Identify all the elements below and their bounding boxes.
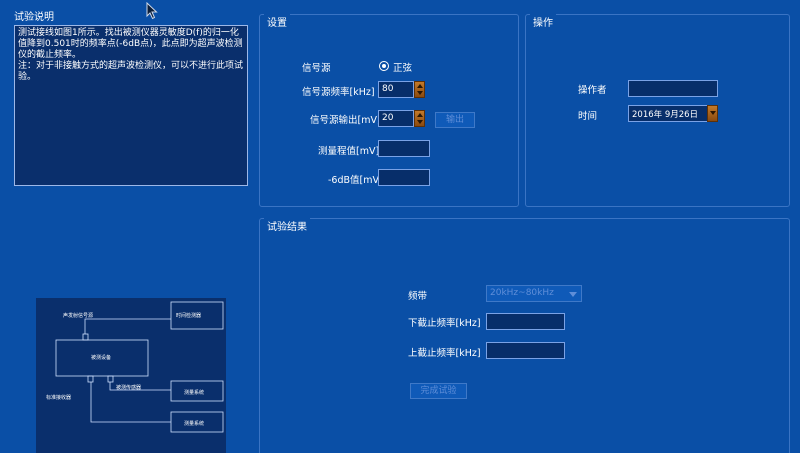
time-label: 时间 [578, 111, 598, 122]
probe-label: 被测传感器 [116, 385, 142, 391]
date-dropdown-button[interactable] [707, 105, 718, 122]
generator-port [82, 333, 89, 341]
date-value: 2016年 9月26日 [632, 110, 699, 120]
operation-title: 操作 [530, 14, 556, 29]
spin-down-icon[interactable] [417, 91, 423, 95]
chevron-down-icon [569, 292, 577, 297]
unit1-box [170, 380, 224, 402]
results-group: 试验结果 [259, 218, 790, 453]
upper-cutoff-label: 上截止频率[kHz] [408, 348, 481, 359]
range-input[interactable] [378, 140, 430, 157]
monitor-box [170, 301, 224, 330]
description-textarea[interactable]: 测试接线如图1所示。找出被测仪器灵敏度D(f)的归一化值降到0.501时的频率点… [14, 25, 248, 186]
signal-source-label: 信号源 [302, 63, 331, 74]
range-label: 测量程值[mV] [318, 146, 380, 157]
freq-label: 信号源频率[kHz] [302, 87, 375, 98]
device-label: 被测设备 [91, 355, 112, 361]
spin-down-icon[interactable] [417, 120, 423, 124]
band-select: 20kHz~80kHz [486, 285, 582, 302]
lower-cutoff-label: 下截止频率[kHz] [408, 318, 481, 329]
results-title: 试验结果 [264, 218, 310, 233]
generator-label: 声发射信号源 [63, 313, 94, 319]
unit2-label: 测量系统 [184, 421, 205, 427]
spin-up-icon[interactable] [417, 113, 423, 117]
output-label: 信号源输出[mV] [310, 115, 381, 126]
operator-input[interactable] [628, 80, 718, 97]
settings-title: 设置 [264, 14, 290, 29]
settings-group: 设置 [259, 14, 519, 207]
receiver-port [87, 375, 94, 383]
output-input[interactable]: 20 [378, 110, 414, 127]
freq-input[interactable]: 80 [378, 81, 414, 98]
finish-test-button[interactable]: 完成试验 [410, 383, 467, 399]
sine-radio[interactable] [379, 61, 389, 71]
spin-up-icon[interactable] [417, 84, 423, 88]
date-picker[interactable]: 2016年 9月26日 [628, 105, 718, 122]
operation-group: 操作 [525, 14, 790, 207]
db6-input[interactable] [378, 169, 430, 186]
band-value: 20kHz~80kHz [490, 288, 554, 298]
description-title: 试验说明 [14, 12, 54, 23]
operator-label: 操作者 [578, 85, 607, 96]
probe-port [107, 375, 114, 383]
monitor-label: 时间检测器 [176, 313, 202, 319]
db6-label: -6dB值[mV] [328, 175, 383, 186]
sine-option-label[interactable]: 正弦 [393, 63, 413, 74]
mouse-cursor-icon [146, 2, 158, 20]
receiver-label: 标准接收器 [46, 395, 72, 401]
device-box [55, 339, 149, 377]
unit1-label: 测量系统 [184, 390, 205, 396]
freq-spinner[interactable] [414, 81, 425, 98]
lower-cutoff-input[interactable] [486, 313, 565, 330]
upper-cutoff-input[interactable] [486, 342, 565, 359]
wiring-diagram-svg [55, 301, 224, 433]
output-button[interactable]: 输出 [435, 112, 475, 128]
wiring-diagram: 声发射信号源 时间检测器 被测设备 被测传感器 标准接收器 测量系统 测量系统 [36, 298, 226, 453]
band-label: 频带 [408, 291, 428, 302]
output-spinner[interactable] [414, 110, 425, 127]
chevron-down-icon [710, 111, 716, 115]
